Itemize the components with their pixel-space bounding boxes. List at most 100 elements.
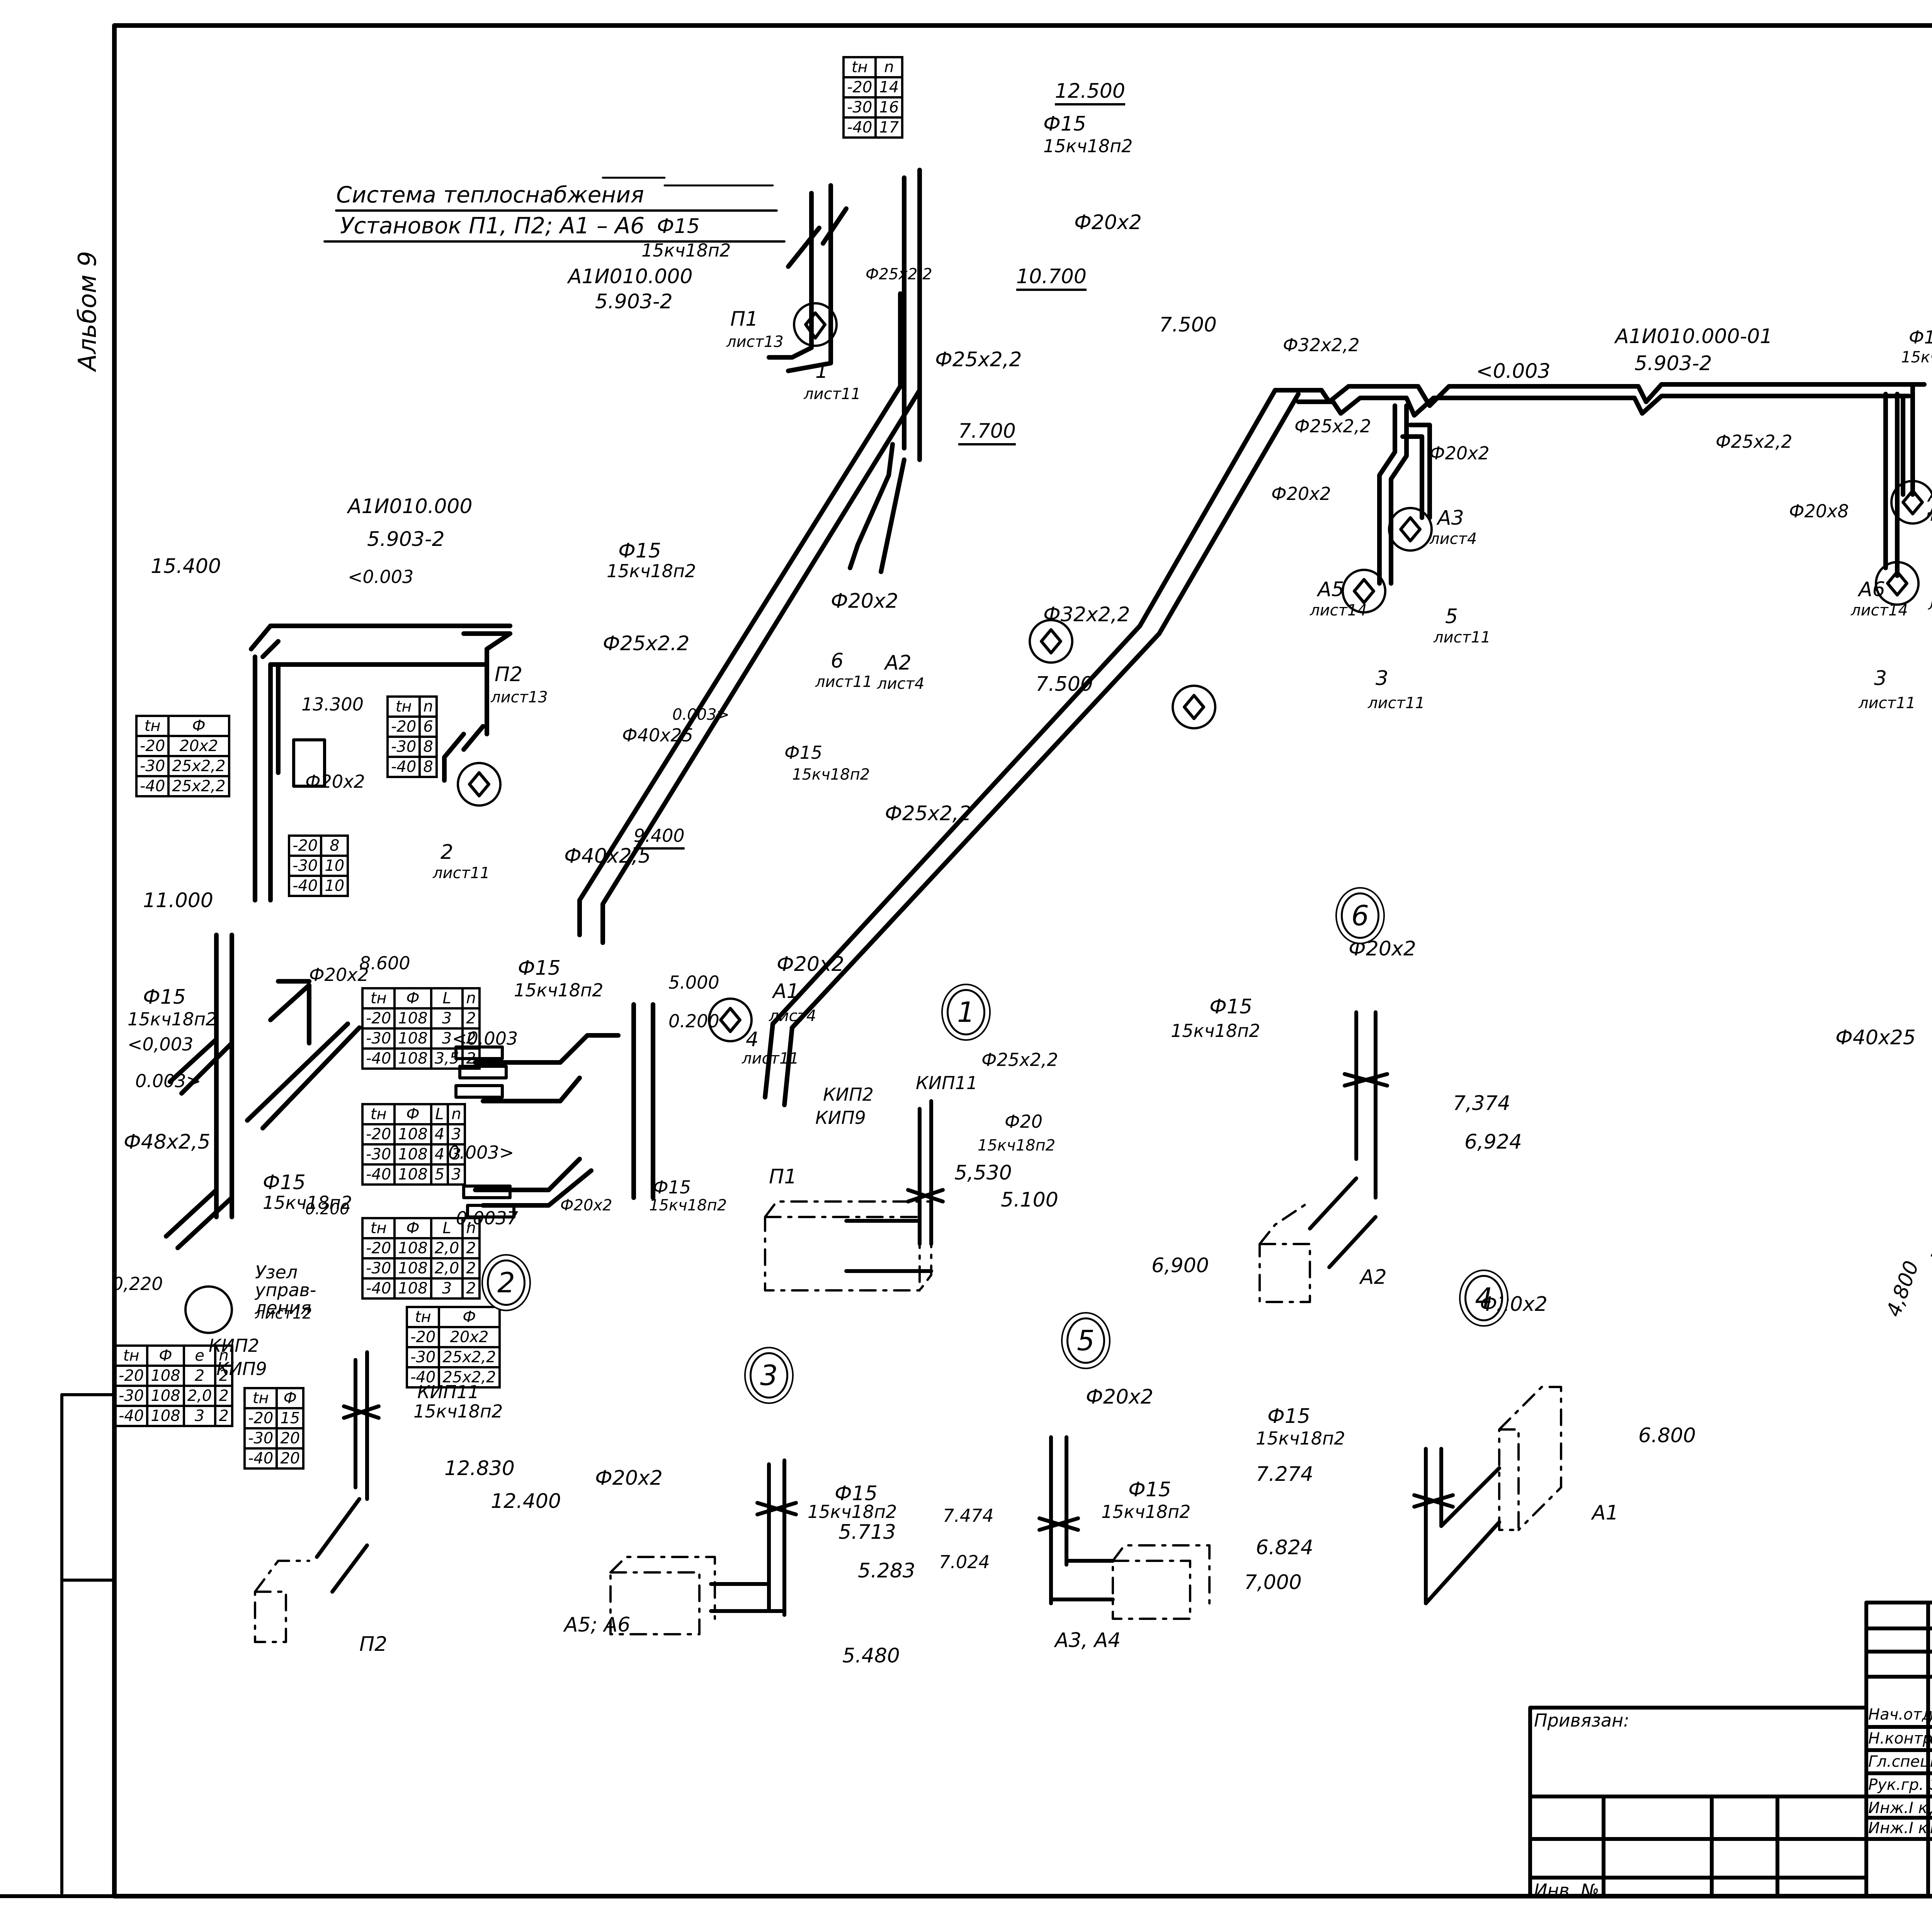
cell: -30 <box>361 1257 396 1280</box>
sheet-ref: лист4 <box>877 675 925 693</box>
cell: -40 <box>361 1163 396 1186</box>
cell: 20 <box>276 1427 305 1450</box>
elevation-label: 7.500 <box>1159 313 1217 337</box>
cell: 2 <box>461 1027 481 1050</box>
detail-tag-6: 6 <box>1341 892 1379 939</box>
elevation-label: 0.200 <box>668 1011 719 1032</box>
cell: 3 <box>182 1405 217 1427</box>
kip-label: КИП11 <box>417 1382 480 1402</box>
cell: n <box>461 1217 481 1239</box>
cell: -20 <box>287 834 323 857</box>
attached-label: Привязан: <box>1534 1710 1629 1731</box>
cell: 16 <box>874 96 904 119</box>
pipe-dia-label: Ф20х8 <box>1789 501 1849 522</box>
pipe-dia-label: Ф25х2,2 <box>935 348 1022 371</box>
number-label: 3 <box>1874 667 1887 690</box>
slope-label: 0.003> <box>135 1071 201 1091</box>
sheet-ref: лист14 <box>1851 602 1908 619</box>
signatory-name: Манц <box>1930 1707 1932 1722</box>
cell: 2 <box>182 1365 217 1387</box>
elevation-label: 12.830 <box>444 1457 515 1480</box>
valve-code-label: 15кч18п2 <box>128 1009 217 1030</box>
cell: -40 <box>361 1047 396 1070</box>
cell: 20х2 <box>438 1326 501 1348</box>
elevation-label: 8.600 <box>359 953 410 974</box>
sheet-ref: лист13 <box>491 688 548 706</box>
cell: 4 <box>430 1143 449 1166</box>
sheet-ref: лист12 <box>255 1305 312 1322</box>
valve-dia-label: Ф15 <box>1209 995 1252 1018</box>
cell: n <box>447 1103 466 1125</box>
cell: 108 <box>393 1123 432 1146</box>
pipe-dia-label: Ф32х2,2 <box>1043 603 1130 626</box>
pipe-dia-label: Ф32х2,2 <box>1283 335 1360 355</box>
pipe-dia-label: Ф20х2 <box>1074 211 1142 234</box>
signatory-role: Нач.отд. <box>1868 1706 1932 1723</box>
valve-code-label: 15кч18п2 <box>1043 136 1133 156</box>
valve-code-label: 15кч18п2 <box>978 1137 1056 1154</box>
elevation-label: 7.274 <box>1256 1463 1313 1486</box>
signatory-name: Рябой <box>1930 1754 1932 1769</box>
elevation-label: 5.480 <box>842 1644 900 1667</box>
valve-dia-label: Ф15 <box>784 742 823 763</box>
sheet-ref: лист11 <box>815 673 872 691</box>
slope-label: 0.003> <box>672 706 730 724</box>
cell: 6 <box>418 716 438 738</box>
cell: e <box>182 1344 217 1367</box>
sheet-ref: лист11 <box>433 864 490 882</box>
detail-tag-5: 5 <box>1066 1317 1105 1364</box>
detail-4 <box>1412 1447 1501 1605</box>
cell: 2 <box>461 1277 481 1300</box>
pipe-dia-label: Ф25х2,2 <box>885 802 972 825</box>
control-unit-label: Узел управ-ления <box>255 1262 316 1318</box>
cell: 3 <box>430 1027 464 1050</box>
slope-label: <0.003 <box>452 1028 518 1049</box>
valve-dia-label: Ф20 <box>1005 1111 1043 1132</box>
cell: 2 <box>214 1405 233 1427</box>
signatory-role: Инж.I к <box>1868 1799 1928 1817</box>
cell: 108 <box>146 1385 185 1407</box>
sheet-ref: лист11 <box>804 385 861 403</box>
cell: 2 <box>214 1365 233 1387</box>
valve-dia-label: Ф15 <box>518 957 561 980</box>
pipe-dia-label: Ф20х2 <box>309 964 369 985</box>
cell: tн <box>135 715 170 737</box>
product-code-label: А1И010.000 <box>348 495 473 518</box>
cell: -20 <box>361 1237 396 1259</box>
pipe-dia-label: Ф25х2.2 <box>603 632 690 655</box>
elevation-label: 15.400 <box>151 555 221 578</box>
cell: -30 <box>361 1027 396 1050</box>
cell: 108 <box>393 1027 432 1050</box>
cell: -20 <box>243 1407 278 1429</box>
main-line-2 <box>1273 382 1927 586</box>
valve-code-label: 15кч18п2 <box>808 1501 897 1522</box>
unit-label: А6 <box>1859 578 1885 601</box>
cell: 15 <box>276 1407 305 1429</box>
cell: Ф <box>167 715 230 737</box>
cell: 20х2 <box>167 735 230 757</box>
kip-label: КИП2 <box>823 1084 874 1105</box>
pipe-dia-label: Ф40х2,5 <box>564 845 651 868</box>
unit-label: А2 <box>885 651 912 675</box>
cell: 108 <box>393 1237 432 1259</box>
signatory-role: Инж.I к <box>1868 1819 1928 1837</box>
p1-system <box>602 168 922 574</box>
elevation-label: 7,000 <box>1244 1571 1302 1594</box>
elevation-label: 10.700 <box>1016 265 1087 288</box>
cell: Ф <box>276 1387 305 1409</box>
valve-code-label: 15кч18п2 <box>1901 348 1932 366</box>
cell: 108 <box>146 1365 185 1387</box>
title-block-lines <box>0 1601 1932 1898</box>
cell: -20 <box>135 735 170 757</box>
cell: 14 <box>874 76 904 99</box>
cell: n <box>418 695 438 718</box>
cell: -30 <box>842 96 877 119</box>
sheet-ref: лист11 <box>1434 629 1491 646</box>
cell: 2 <box>461 1007 481 1030</box>
cell: -30 <box>361 1143 396 1166</box>
elevation-label: 7,374 <box>1453 1092 1510 1115</box>
signatory-name: Давыдова <box>1930 1800 1932 1816</box>
slope-label: 0,0037 <box>456 1208 518 1229</box>
